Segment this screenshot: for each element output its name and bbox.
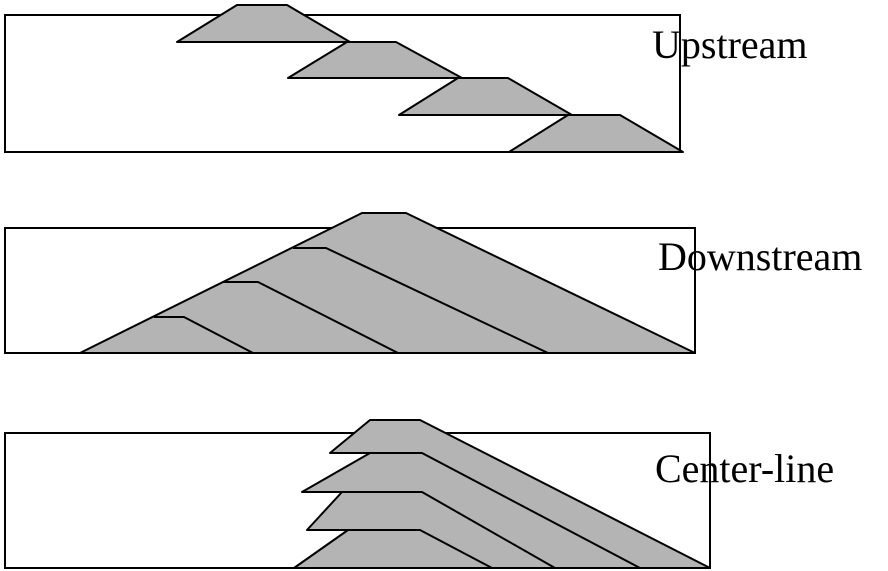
upstream-dike-stage-4: [176, 4, 351, 43]
downstream-label: Downstream: [658, 234, 862, 279]
downstream-method: Downstream: [4, 212, 862, 354]
upstream-label: Upstream: [652, 22, 808, 67]
centerline-dike-stage-1-boundary: [307, 529, 493, 569]
upstream-method: Upstream: [4, 4, 808, 153]
downstream-dike-stage-3-boundary: [293, 247, 549, 354]
centerline-method: Center-line: [4, 419, 834, 569]
downstream-dike-stage-2-boundary: [223, 281, 399, 354]
upstream-dike-stage-3: [287, 41, 463, 79]
centerline-dike-stage-3-boundary: [330, 452, 641, 569]
upstream-dike-stage-2: [398, 77, 573, 116]
downstream-dike-stage-4: [79, 212, 696, 354]
centerline-dike-stage-2-boundary: [302, 491, 556, 569]
downstream-dike-stage-1-boundary: [154, 316, 254, 354]
centerline-label: Center-line: [655, 446, 834, 491]
upstream-dike-stage-1: [508, 114, 684, 153]
